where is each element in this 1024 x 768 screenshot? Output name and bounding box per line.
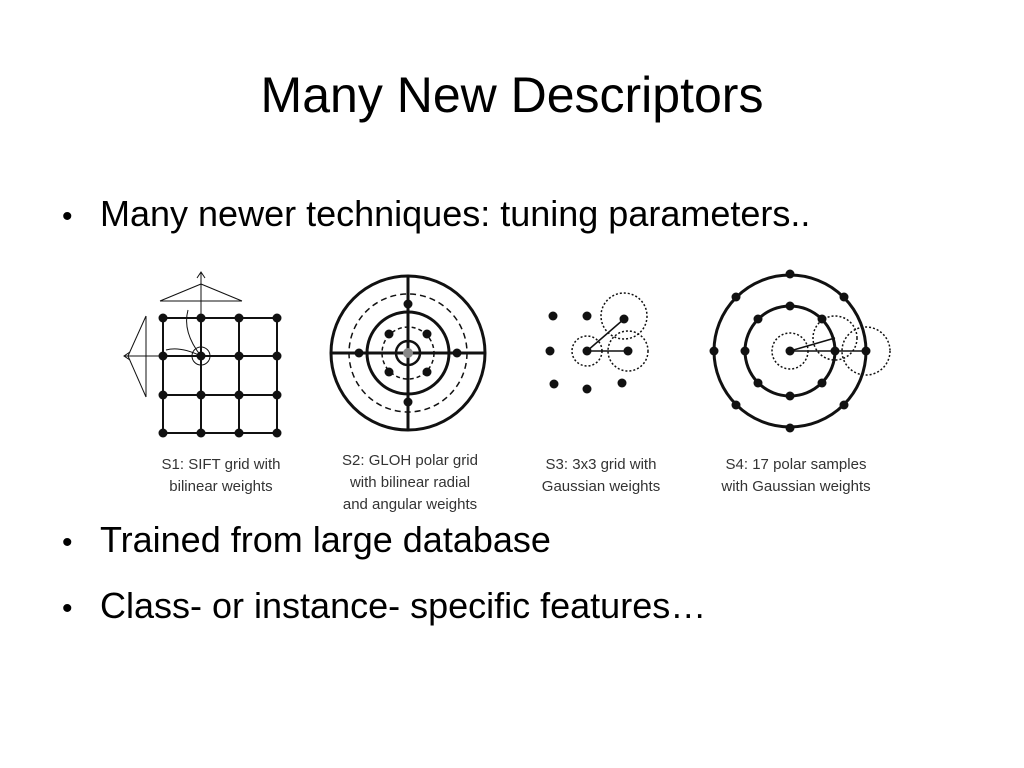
caption-s3-line-1: S3: 3x3 grid with — [545, 456, 657, 473]
bullet-item-1: • Many newer techniques: tuning parameter… — [62, 192, 810, 239]
bullet-text-3: Class- or instance- specific features… — [100, 585, 707, 626]
bullet-item-3: • Class- or instance- specific features… — [62, 584, 706, 631]
s2-gloh-polar-diagram — [329, 274, 487, 432]
bullet-text-2: Trained from large database — [100, 519, 551, 560]
descriptor-diagrams-svg — [123, 269, 891, 438]
s3-gaussian-grid-diagram — [545, 292, 649, 394]
caption-s2-line-3: and angular weights — [342, 496, 478, 513]
s1-sample-points — [158, 313, 282, 438]
s3-sample-points — [545, 311, 633, 394]
caption-s4-line-1: S4: 17 polar samples — [725, 456, 867, 473]
caption-s2-line-2: with bilinear radial — [349, 474, 471, 491]
caption-s3: S3: 3x3 grid with Gaussian weights — [520, 454, 682, 498]
caption-s1: S1: SIFT grid with bilinear weights — [118, 454, 324, 498]
caption-s2: S2: GLOH polar grid with bilinear radial… — [322, 450, 498, 516]
s1-sift-grid-diagram — [123, 271, 282, 438]
caption-s1-line-2: bilinear weights — [169, 478, 273, 495]
s1-orientation-arrows — [123, 271, 243, 398]
bullet-dot: • — [62, 592, 73, 625]
caption-s3-line-2: Gaussian weights — [541, 478, 661, 495]
s1-grid-lines — [162, 317, 278, 434]
s4-sample-points — [709, 269, 871, 433]
caption-s1-line-1: S1: SIFT grid with — [161, 456, 281, 473]
caption-s4-line-2: with Gaussian weights — [721, 478, 871, 495]
bullet-item-2: • Trained from large database — [62, 518, 551, 565]
slide-title: Many New Descriptors — [260, 67, 764, 123]
caption-s2-line-1: S2: GLOH polar grid — [342, 452, 478, 469]
s2-sample-points — [354, 299, 462, 407]
bullet-text-1: Many newer techniques: tuning parameters… — [100, 193, 811, 234]
bullet-dot: • — [62, 526, 73, 559]
descriptor-diagrams: S1: SIFT grid with bilinear weights S2: … — [110, 262, 910, 514]
caption-s4: S4: 17 polar samples with Gaussian weigh… — [696, 454, 896, 498]
s4-polar-samples-diagram — [709, 269, 891, 433]
bullet-dot: • — [62, 200, 73, 233]
